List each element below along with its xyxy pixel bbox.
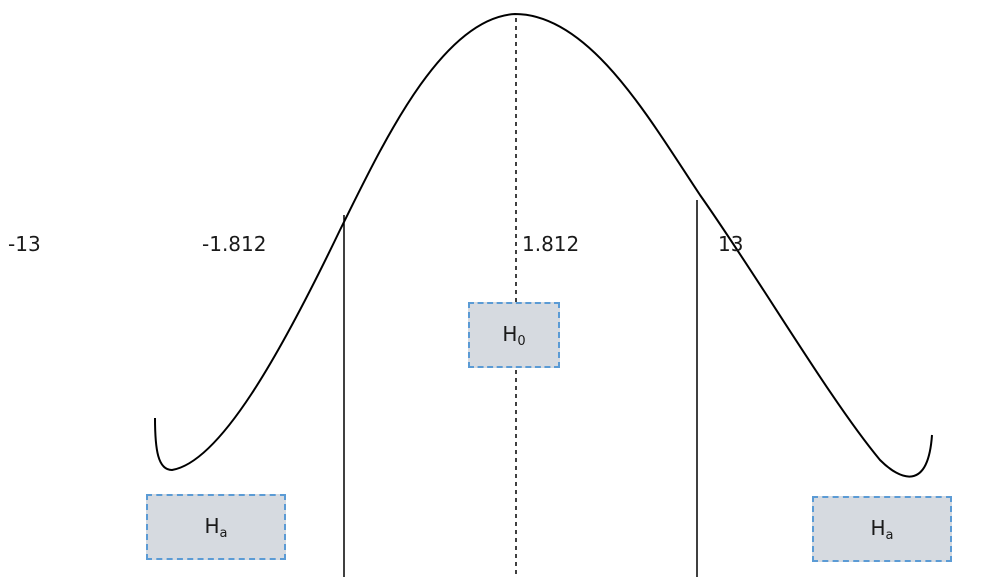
alt-hypothesis-label-left: Ha [204, 513, 228, 541]
alt-hypothesis-box-right: Ha [812, 496, 952, 562]
label-right-critical: 1.812 [522, 232, 580, 256]
alt-hypothesis-box-left: Ha [146, 494, 286, 560]
label-left-outer: -13 [8, 232, 41, 256]
label-right-outer: 13 [718, 232, 744, 256]
null-hypothesis-label: H0 [502, 321, 526, 349]
null-hypothesis-box: H0 [468, 302, 560, 368]
bell-curve [154, 12, 933, 478]
alt-hypothesis-label-right: Ha [870, 515, 894, 543]
label-left-critical: -1.812 [202, 232, 267, 256]
